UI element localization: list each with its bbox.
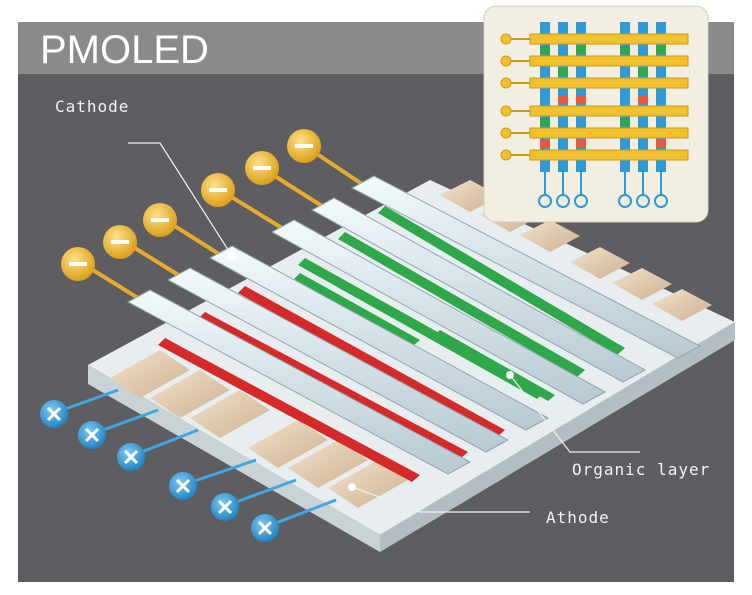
diagram-title: PMOLED xyxy=(40,28,209,72)
organic-layer xyxy=(158,206,625,482)
anode-label: Athode xyxy=(546,508,610,527)
cathode-label: Cathode xyxy=(55,97,129,116)
minus-sign-icon xyxy=(103,225,137,259)
leader-dots xyxy=(228,252,514,491)
minus-sign-icon xyxy=(61,247,95,281)
minus-sign-icon xyxy=(201,173,235,207)
minus-sign-icon xyxy=(143,203,177,237)
plus-sign-icon xyxy=(211,493,239,521)
plus-sign-icon xyxy=(169,472,197,500)
cathode-terminals xyxy=(61,129,321,281)
anode-pads xyxy=(110,180,712,508)
cathode-strips xyxy=(126,175,702,475)
plus-sign-icon xyxy=(40,400,68,428)
minus-sign-icon xyxy=(287,129,321,163)
minus-sign-icon xyxy=(245,151,279,185)
leader-lines xyxy=(128,142,640,513)
anode-terminals xyxy=(40,400,279,542)
anode-terminal-wires xyxy=(56,388,337,528)
plus-sign-icon xyxy=(117,443,145,471)
matrix-inset xyxy=(483,5,709,223)
organic-layer-label: Organic layer xyxy=(572,460,710,479)
plus-sign-icon xyxy=(78,421,106,449)
plus-sign-icon xyxy=(251,514,279,542)
